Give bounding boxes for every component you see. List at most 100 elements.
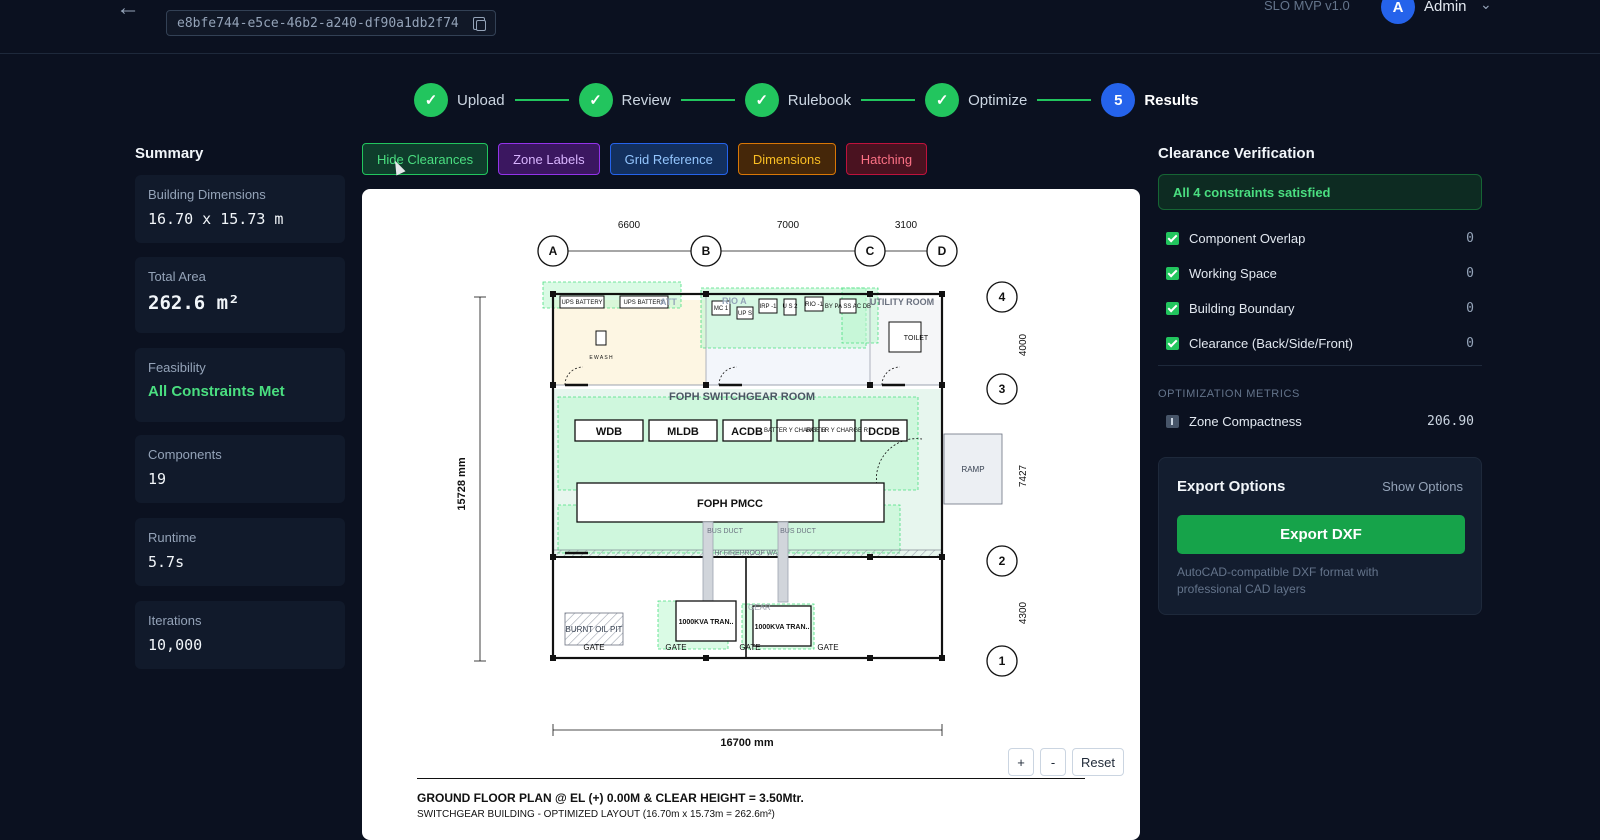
toilet bbox=[888, 321, 922, 353]
card-iterations: Iterations 10,000 bbox=[135, 601, 345, 669]
card-value: 262.6 m² bbox=[148, 292, 240, 314]
session-id-text: e8bfe744-e5ce-46b2-a240-df90a1db2f74 bbox=[177, 15, 459, 31]
layer-toggles: Hide Clearances Zone Labels Grid Referen… bbox=[362, 143, 928, 175]
building-outline bbox=[551, 292, 944, 660]
card-feasibility: Feasibility All Constraints Met bbox=[135, 348, 345, 422]
export-dxf-button[interactable]: Export DXF bbox=[1177, 515, 1465, 554]
eye-wash bbox=[595, 330, 607, 346]
ramp-label: RAMP bbox=[961, 465, 984, 474]
svg-text:E W A S H: E W A S H bbox=[589, 355, 613, 361]
checkbox-checked-icon bbox=[1166, 232, 1179, 245]
svg-text:MC 1: MC 1 bbox=[714, 306, 729, 312]
ups-battery-1 bbox=[559, 295, 605, 309]
svg-text:1000KVA TRAN..: 1000KVA TRAN.. bbox=[755, 624, 810, 631]
constraint-name: Building Boundary bbox=[1189, 301, 1295, 316]
show-options-link[interactable]: Show Options bbox=[1382, 479, 1463, 494]
card-total-area: Total Area 262.6 m² bbox=[135, 257, 345, 333]
grid-label: B bbox=[702, 244, 711, 258]
svg-text:DCDB: DCDB bbox=[868, 426, 900, 438]
toggle-hatching[interactable]: Hatching bbox=[845, 143, 928, 175]
floor-plan-canvas[interactable]: 3 Hr FIREPROOF WALL RAMP bbox=[362, 189, 1140, 840]
step-results[interactable]: 5 Results bbox=[1101, 83, 1199, 117]
drawing-caption-title: GROUND FLOOR PLAN @ EL (+) 0.00M & CLEAR… bbox=[417, 791, 804, 805]
grid-label: 4 bbox=[999, 290, 1006, 304]
grid-bubble-2 bbox=[986, 545, 1018, 577]
rio-room-label: RIO A bbox=[722, 296, 747, 306]
svg-text:RIO -1: RIO -1 bbox=[805, 302, 823, 308]
svg-text:FOPH PMCC: FOPH PMCC bbox=[697, 498, 763, 510]
user-name[interactable]: Admin bbox=[1424, 0, 1467, 15]
constraint-list: Component Overlap 0 Working Space 0 Buil… bbox=[1166, 221, 1474, 361]
dim-label: 6600 bbox=[618, 220, 641, 231]
svg-text:IRP -1: IRP -1 bbox=[760, 304, 778, 310]
transformer-2 bbox=[752, 605, 812, 647]
export-options-panel: Export Options Show Options Export DXF A… bbox=[1158, 457, 1482, 615]
zoom-in-button[interactable]: + bbox=[1008, 748, 1034, 776]
chevron-down-icon[interactable]: ⌄ bbox=[1480, 0, 1492, 12]
ups-battery-2 bbox=[619, 295, 669, 309]
step-label: Rulebook bbox=[787, 91, 852, 109]
clearance-zone bbox=[841, 287, 879, 344]
acdb-panel bbox=[722, 419, 772, 442]
check-icon: ✓ bbox=[925, 83, 960, 117]
svg-text:UPS BATTERY: UPS BATTERY bbox=[623, 300, 664, 306]
svg-text:U S 2: U S 2 bbox=[782, 304, 798, 310]
gear-room-label: GEAR bbox=[748, 603, 771, 612]
utility-room-label: UTILITY ROOM bbox=[870, 297, 934, 307]
check-icon: ✓ bbox=[744, 83, 779, 117]
step-rulebook[interactable]: ✓ Rulebook bbox=[744, 83, 852, 117]
toggle-grid-reference[interactable]: Grid Reference bbox=[609, 143, 728, 175]
session-id-field[interactable]: e8bfe744-e5ce-46b2-a240-df90a1db2f74 bbox=[166, 10, 496, 36]
dim-label: 7427 bbox=[1018, 464, 1029, 487]
toggle-dimensions[interactable]: Dimensions bbox=[737, 143, 836, 175]
irp-panel bbox=[758, 298, 778, 314]
step-upload[interactable]: ✓ Upload bbox=[414, 83, 505, 117]
card-label: Feasibility bbox=[148, 360, 206, 375]
constraint-row: Building Boundary 0 bbox=[1166, 291, 1474, 326]
constraint-value: 0 bbox=[1466, 336, 1474, 351]
step-label: Review bbox=[621, 91, 671, 109]
step-connector bbox=[514, 99, 569, 101]
constraint-name: Clearance (Back/Side/Front) bbox=[1189, 336, 1354, 351]
battery-room-label: ATT bbox=[660, 297, 677, 307]
svg-text:GATE: GATE bbox=[583, 643, 604, 652]
ups-panel bbox=[736, 306, 754, 320]
clearance-zone bbox=[700, 287, 867, 349]
card-value: 5.7s bbox=[148, 553, 185, 571]
step-label: Optimize bbox=[968, 91, 1028, 109]
zoom-reset-button[interactable]: Reset bbox=[1072, 748, 1124, 776]
step-optimize[interactable]: ✓ Optimize bbox=[925, 83, 1027, 117]
grid-label: A bbox=[549, 244, 558, 258]
toggle-zone-labels[interactable]: Zone Labels bbox=[498, 143, 600, 175]
card-value: All Constraints Met bbox=[148, 383, 285, 400]
step-label: Results bbox=[1144, 91, 1199, 109]
zoom-out-button[interactable]: - bbox=[1040, 748, 1066, 776]
copy-icon[interactable] bbox=[473, 16, 486, 31]
constraint-value: 0 bbox=[1466, 301, 1474, 316]
svg-text:UPS BATTERY: UPS BATTERY bbox=[561, 300, 602, 306]
export-description: AutoCAD-compatible DXF format with profe… bbox=[1177, 565, 1379, 596]
transformer-1 bbox=[675, 600, 737, 642]
clearance-verification-title: Clearance Verification bbox=[1158, 145, 1315, 162]
ramp bbox=[943, 433, 1003, 505]
step-review[interactable]: ✓ Review bbox=[578, 83, 671, 117]
card-label: Total Area bbox=[148, 269, 206, 284]
rio-panel bbox=[804, 296, 824, 312]
toggle-hide-clearances[interactable]: Hide Clearances bbox=[362, 143, 489, 175]
grid-label: C bbox=[866, 244, 875, 258]
info-icon bbox=[1166, 415, 1179, 428]
firewall-label: 3 Hr FIREPROOF WALL bbox=[709, 550, 786, 557]
grid-bubble-d bbox=[926, 235, 958, 267]
back-arrow-icon[interactable]: ← bbox=[116, 0, 140, 21]
card-label: Runtime bbox=[148, 530, 197, 545]
card-value: 10,000 bbox=[148, 636, 203, 654]
constraints-status-banner: All 4 constraints satisfied bbox=[1158, 174, 1482, 210]
clearance-zone bbox=[557, 396, 919, 491]
svg-text:1000KVA TRAN..: 1000KVA TRAN.. bbox=[679, 619, 734, 626]
avatar[interactable]: A bbox=[1381, 0, 1415, 24]
dim-label: 3100 bbox=[895, 220, 918, 231]
dim-label: 7000 bbox=[777, 220, 800, 231]
burnt-oil-pit bbox=[564, 612, 624, 646]
constraint-row: Working Space 0 bbox=[1166, 256, 1474, 291]
top-bar: ← e8bfe744-e5ce-46b2-a240-df90a1db2f74 S… bbox=[0, 0, 1600, 54]
